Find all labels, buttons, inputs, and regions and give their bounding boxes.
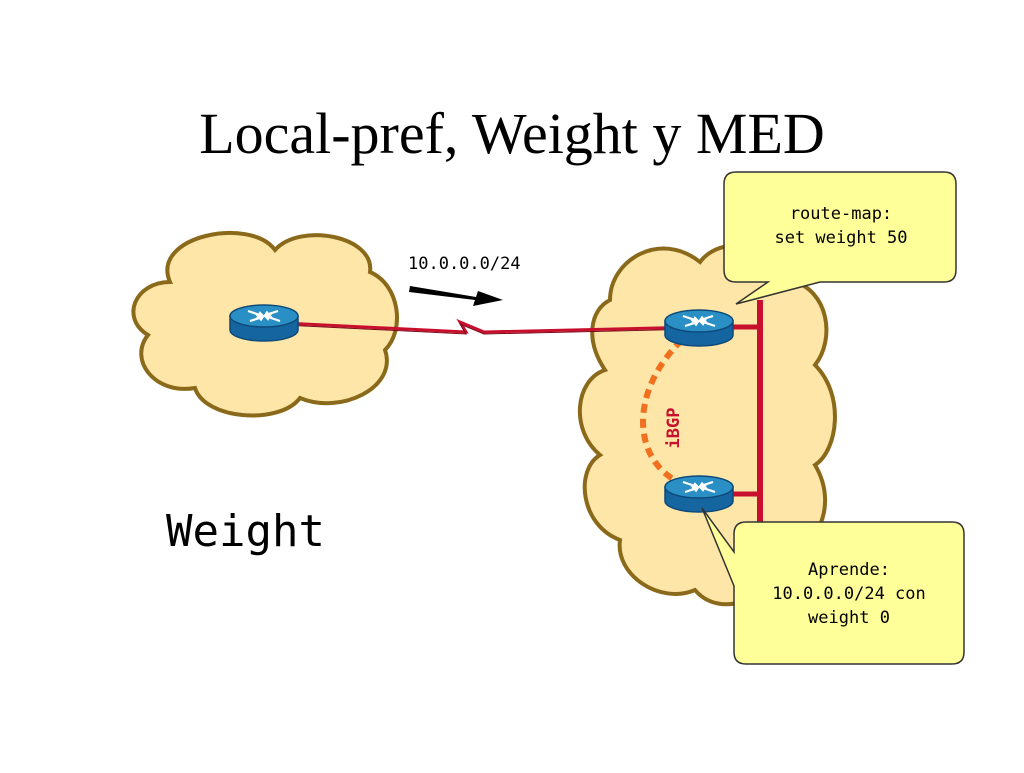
router-icon-internal <box>663 474 735 514</box>
wan-link <box>263 318 701 334</box>
callout-bottom-bubble <box>701 507 965 665</box>
callout-top-bubble <box>723 171 957 305</box>
ibgp-session-arc <box>640 337 685 487</box>
callout-bottom-text: Aprende: 10.0.0.0/24 con weight 0 <box>772 560 926 628</box>
announcement-arrow <box>409 286 503 306</box>
ibgp-label: iBGP <box>664 407 684 449</box>
router-icon-edge <box>663 308 735 348</box>
route-prefix-label: 10.0.0.0/24 <box>408 254 521 274</box>
router-icon-left <box>228 303 300 343</box>
slide-title: Local-pref, Weight y MED <box>199 101 825 166</box>
topic-label: Weight <box>166 506 325 557</box>
callout-top-text: route-map: set weight 50 <box>774 204 908 248</box>
